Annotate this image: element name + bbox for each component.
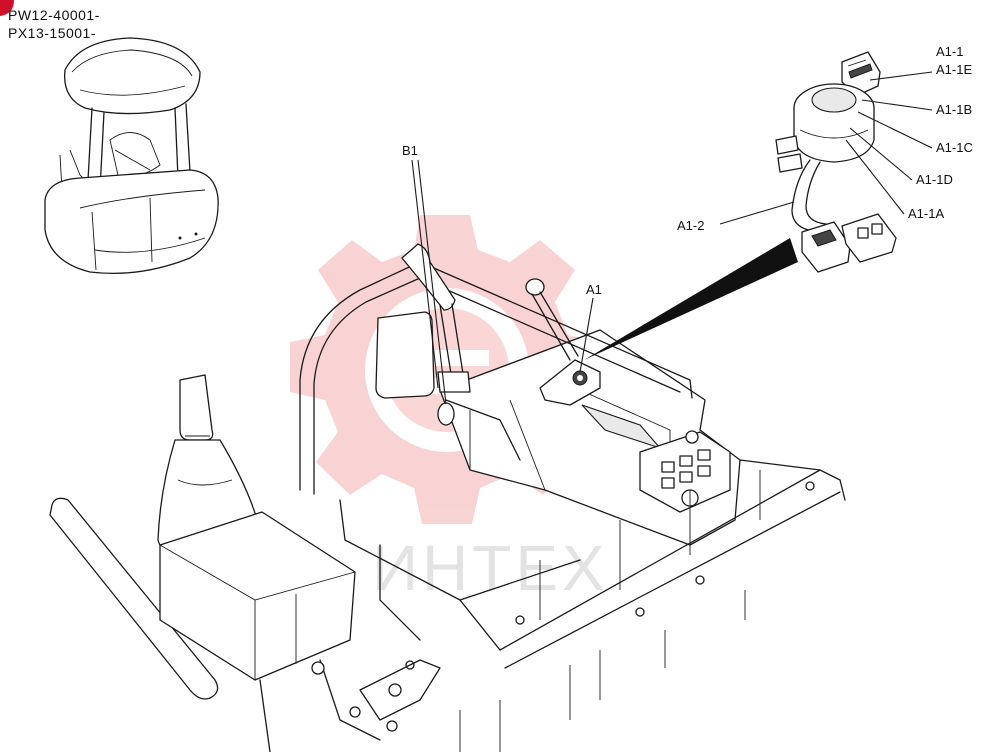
corner-badge-icon bbox=[0, 0, 14, 16]
callout-a1-1b: A1-1B bbox=[936, 102, 972, 117]
key-switch-detail bbox=[584, 51, 897, 360]
callout-a1-1a: A1-1A bbox=[908, 206, 944, 221]
serial-range-1: PW12-40001- bbox=[8, 7, 100, 23]
callout-a1-1e: A1-1E bbox=[936, 62, 972, 77]
callout-b1: B1 bbox=[402, 143, 418, 158]
inset-cab-overview bbox=[44, 37, 219, 274]
callout-a1-1: A1-1 bbox=[936, 44, 963, 59]
leader-lines bbox=[411, 71, 933, 405]
lever-a1 bbox=[525, 278, 601, 406]
machine-frame bbox=[299, 261, 846, 752]
serial-range-2: PX13-15001- bbox=[8, 25, 96, 41]
lever-b1 bbox=[401, 243, 521, 461]
watermark-text: ИНТЕХ bbox=[372, 532, 609, 604]
callout-a1-1d: A1-1D bbox=[916, 172, 953, 187]
callout-a1: A1 bbox=[586, 282, 602, 297]
callout-a1-2: A1-2 bbox=[677, 218, 704, 233]
callout-a1-1c: A1-1C bbox=[936, 140, 973, 155]
foreground-joystick bbox=[49, 374, 381, 752]
